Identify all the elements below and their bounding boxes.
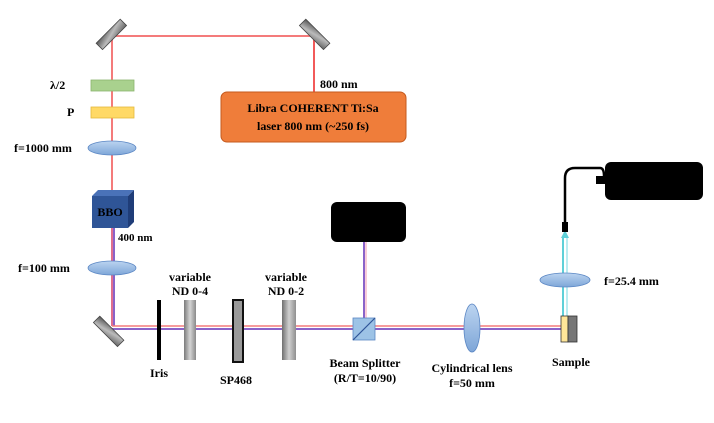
wavelength-400-label: 400 nm [118, 232, 153, 244]
spectrometer-label: Spectrometer [619, 174, 689, 188]
power-meter-line1: Power [352, 207, 385, 221]
half-wave-label: λ/2 [50, 78, 65, 92]
power-meter-box [331, 202, 406, 242]
polarizer-label: P [67, 105, 74, 119]
nd-filter-0-2 [282, 300, 296, 360]
laser-line2: laser 800 nm (~250 fs) [257, 119, 369, 133]
cyl-lens-line2: f=50 mm [449, 376, 495, 390]
nd2-line1: variable [265, 270, 308, 284]
beam-splitter [352, 317, 376, 341]
sp468-filter [232, 299, 244, 363]
laser-box [220, 91, 407, 143]
lens-f1000 [87, 140, 137, 156]
iris [157, 300, 161, 360]
fiber-connector-spectrometer [596, 176, 606, 184]
nd-filter-0-4 [184, 300, 196, 360]
wavelength-800-label: 800 nm [320, 77, 358, 91]
nd1-line1: variable [169, 270, 212, 284]
sample [560, 315, 578, 343]
lens-f100-label: f=100 mm [18, 261, 70, 275]
laser-line1: Libra COHERENT Ti:Sa [247, 101, 378, 115]
mirror-bottom-left [92, 315, 125, 348]
beam-splitter-line2: (R/T=10/90) [334, 371, 396, 385]
sample-label: Sample [552, 355, 591, 369]
power-meter-line2: Meter [352, 222, 384, 236]
lens-f100 [87, 260, 137, 276]
half-wave-plate [90, 79, 135, 92]
lens-f25 [539, 272, 591, 288]
filter-label: SP468 [220, 373, 252, 387]
spectrometer-box [605, 162, 703, 200]
polarizer [90, 106, 135, 119]
bbo-label: BBO [97, 205, 122, 219]
fiber-connector [562, 222, 568, 232]
cylindrical-lens [463, 303, 481, 353]
cyl-lens-line1: Cylindrical lens [431, 361, 512, 375]
mirror-top-right [298, 18, 331, 51]
lens-f1000-label: f=1000 mm [14, 141, 72, 155]
nd2-line2: ND 0-2 [268, 284, 304, 298]
lens-f25-label: f=25.4 mm [604, 274, 659, 288]
mirror-top-left [95, 18, 128, 51]
iris-label: Iris [150, 366, 168, 380]
nd1-line2: ND 0-4 [172, 284, 208, 298]
bbo-crystal [92, 190, 134, 228]
optical-fiber [563, 166, 606, 222]
beam-splitter-line1: Beam Splitter [330, 356, 402, 370]
